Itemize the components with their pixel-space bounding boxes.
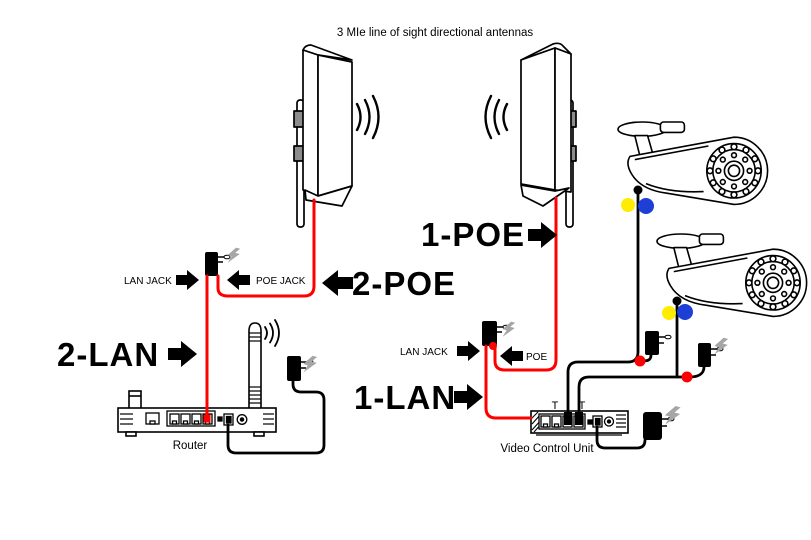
label-poe-jack-left: POE JACK	[256, 276, 306, 287]
arrow-right-icon	[168, 341, 197, 367]
wifi-waves-left-icon	[484, 94, 509, 140]
cable-camera-1	[566, 188, 640, 416]
arrow-right-icon	[457, 341, 480, 361]
cable-poe-antenna-left	[216, 198, 316, 298]
plug-prong-icon	[664, 334, 672, 340]
cable-router-power	[226, 379, 326, 455]
label-2-poe: 2-POE	[352, 265, 456, 302]
arrow-right-icon	[454, 384, 483, 410]
router-port-plug	[203, 414, 211, 423]
camera-1-junction-dot	[633, 185, 643, 195]
power-tap-dot-2	[681, 371, 693, 383]
camera-1-blue-dot	[638, 198, 654, 214]
arrow-right-icon	[176, 270, 199, 290]
power-tap-dot-1	[634, 355, 646, 367]
camera-2-junction-dot	[672, 296, 682, 306]
label-2-lan: 2-LAN	[57, 336, 159, 373]
wifi-waves-small-icon	[264, 319, 280, 347]
arrow-left-icon	[500, 346, 523, 366]
router-antenna-left	[128, 390, 142, 410]
label-lan-jack-right: LAN JACK	[400, 347, 448, 358]
lightning-icon	[500, 320, 517, 340]
vcu-port-plug	[575, 412, 583, 425]
antenna-right	[520, 42, 577, 228]
power-adapter-camera-1	[645, 331, 672, 355]
diagram-title: 3 MIe line of sight directional antennas	[337, 27, 534, 39]
label-t-left: T	[552, 400, 559, 412]
cable-poe-antenna-right	[493, 196, 558, 372]
label-lan-jack-left: LAN JACK	[124, 276, 172, 287]
arrow-left-icon	[227, 270, 250, 290]
cable-vcu-power	[595, 425, 647, 450]
injector-1-poe-dot	[489, 342, 497, 350]
vcu-port-plug	[564, 412, 572, 425]
antenna-left	[293, 44, 353, 228]
label-video-control-unit: Video Control Unit	[500, 443, 594, 455]
poe-injector-2	[205, 252, 231, 276]
label-router: Router	[173, 440, 208, 452]
camera-2-blue-dot	[677, 304, 693, 320]
cable-lan-to-vcu	[484, 344, 533, 420]
label-poe-right: POE	[526, 352, 547, 363]
lightning-icon	[662, 404, 682, 428]
wifi-waves-right-icon	[355, 94, 380, 140]
camera-1-yellow-dot	[621, 198, 635, 212]
camera-2-yellow-dot	[662, 306, 676, 320]
router-antenna-right	[248, 322, 262, 409]
plug-prong-icon	[223, 254, 231, 260]
label-t-right: T	[579, 400, 586, 412]
arrow-left-icon	[322, 270, 353, 296]
label-1-poe: 1-POE	[421, 216, 525, 253]
lightning-icon	[301, 354, 319, 376]
cable-camera-2-run	[577, 375, 689, 416]
lightning-icon	[712, 336, 730, 358]
arrow-right-icon	[528, 222, 557, 248]
label-1-lan: 1-LAN	[354, 379, 456, 416]
antenna-left-base	[304, 185, 353, 207]
